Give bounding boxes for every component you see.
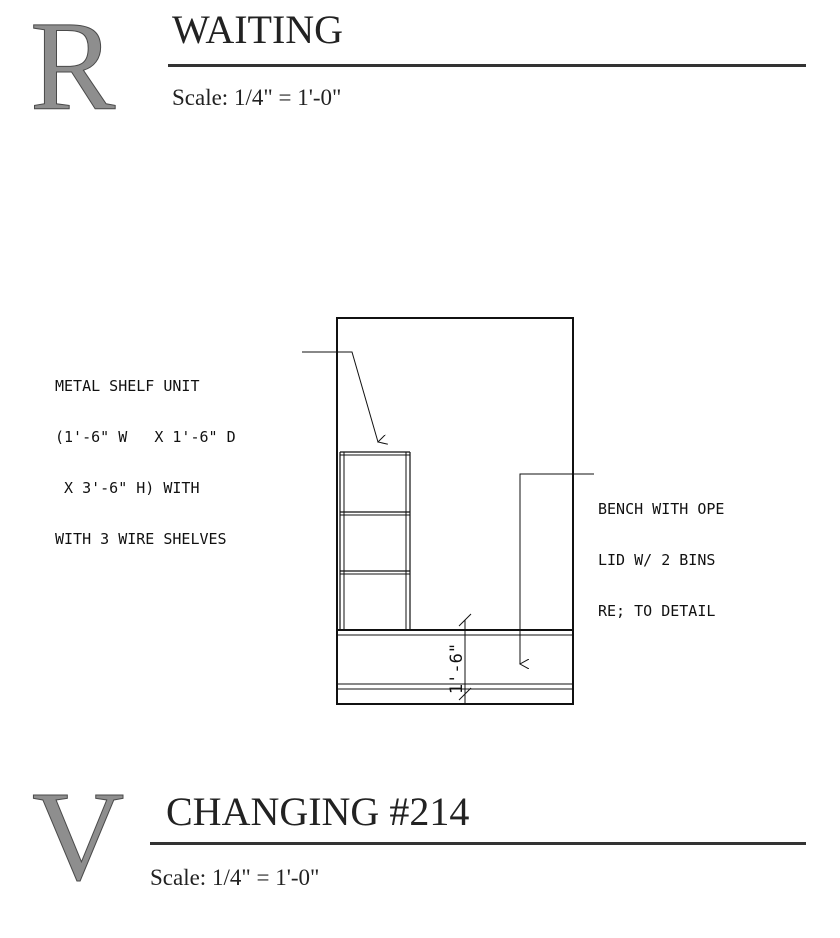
section-title-changing: CHANGING #214 [166, 789, 470, 834]
shelf-note-line: (1'-6" W X 1'-6" D [55, 428, 236, 446]
bench-note: BENCH WITH OPE LID W/ 2 BINS RE; TO DETA… [598, 467, 724, 637]
shelf-note-line: METAL SHELF UNIT [55, 377, 200, 395]
metal-shelf-unit [339, 451, 411, 630]
bench [337, 629, 573, 690]
section-letter-r: R [29, 0, 116, 137]
shelf-note-line: WITH 3 WIRE SHELVES [55, 530, 227, 548]
dimension-line [458, 613, 472, 705]
shelf-note: METAL SHELF UNIT (1'-6" W X 1'-6" D X 3'… [55, 344, 236, 565]
room-outline [336, 317, 574, 705]
section-title-waiting: WAITING [172, 7, 344, 52]
bench-note-line: BENCH WITH OPE [598, 500, 725, 518]
dimension-label: 1'-6" [447, 642, 468, 695]
bench-leader [520, 473, 594, 664]
section-rule [168, 64, 806, 67]
bench-note-line: RE; TO DETAIL [598, 602, 716, 620]
section-letter-v: V [31, 765, 125, 907]
section-rule [150, 842, 806, 845]
section-scale: Scale: 1/4" = 1'-0" [172, 85, 342, 110]
shelf-leader [302, 351, 378, 442]
section-scale: Scale: 1/4" = 1'-0" [150, 865, 320, 890]
shelf-note-line: X 3'-6" H) WITH [55, 479, 200, 497]
bench-note-line: LID W/ 2 BINS [598, 551, 716, 569]
